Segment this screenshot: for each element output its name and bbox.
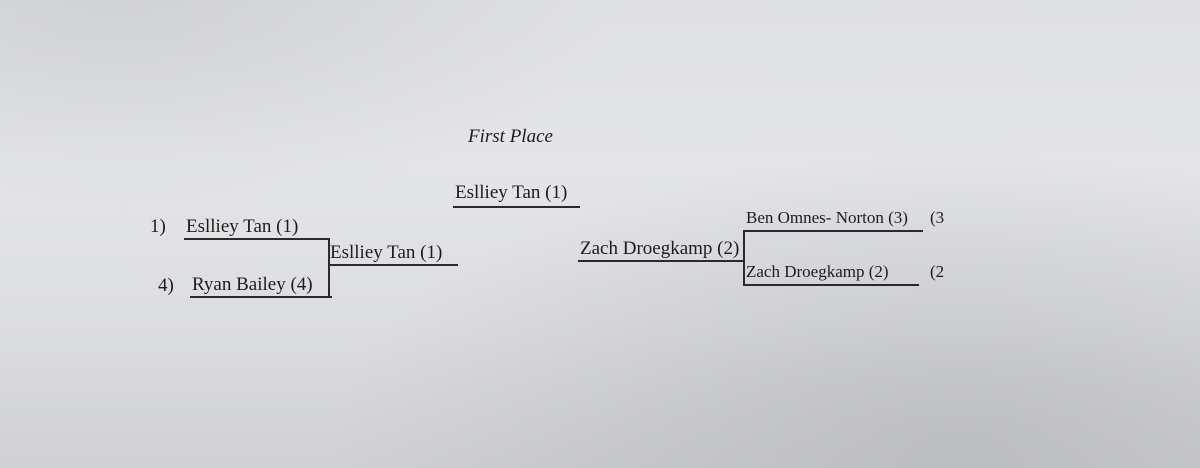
- left-winner-line: [328, 264, 458, 266]
- seed4-name: Ryan Bailey (4): [192, 274, 313, 295]
- left-bracket-connector: [328, 238, 330, 296]
- seed2-line: [743, 284, 919, 286]
- seed1-name: Eslliey Tan (1): [186, 216, 299, 237]
- bracket-title: First Place: [468, 126, 553, 147]
- seed2-name: Zach Droegkamp (2): [746, 262, 889, 281]
- champion-name: Eslliey Tan (1): [455, 182, 568, 203]
- seed4-line: [190, 296, 332, 298]
- seed4-number: 4): [158, 275, 174, 296]
- seed3-name: Ben Omnes- Norton (3): [746, 208, 908, 227]
- left-winner-name: Eslliey Tan (1): [330, 242, 443, 263]
- right-bracket-connector: [743, 230, 745, 284]
- seed1-line: [184, 238, 328, 240]
- right-winner-line: [578, 260, 744, 262]
- champion-line: [453, 206, 580, 208]
- seed3-line: [743, 230, 923, 232]
- seed2-tag: (2: [930, 262, 945, 281]
- right-winner-name: Zach Droegkamp (2): [580, 238, 740, 259]
- seed3-tag: (3: [930, 208, 945, 227]
- seed1-number: 1): [150, 216, 166, 237]
